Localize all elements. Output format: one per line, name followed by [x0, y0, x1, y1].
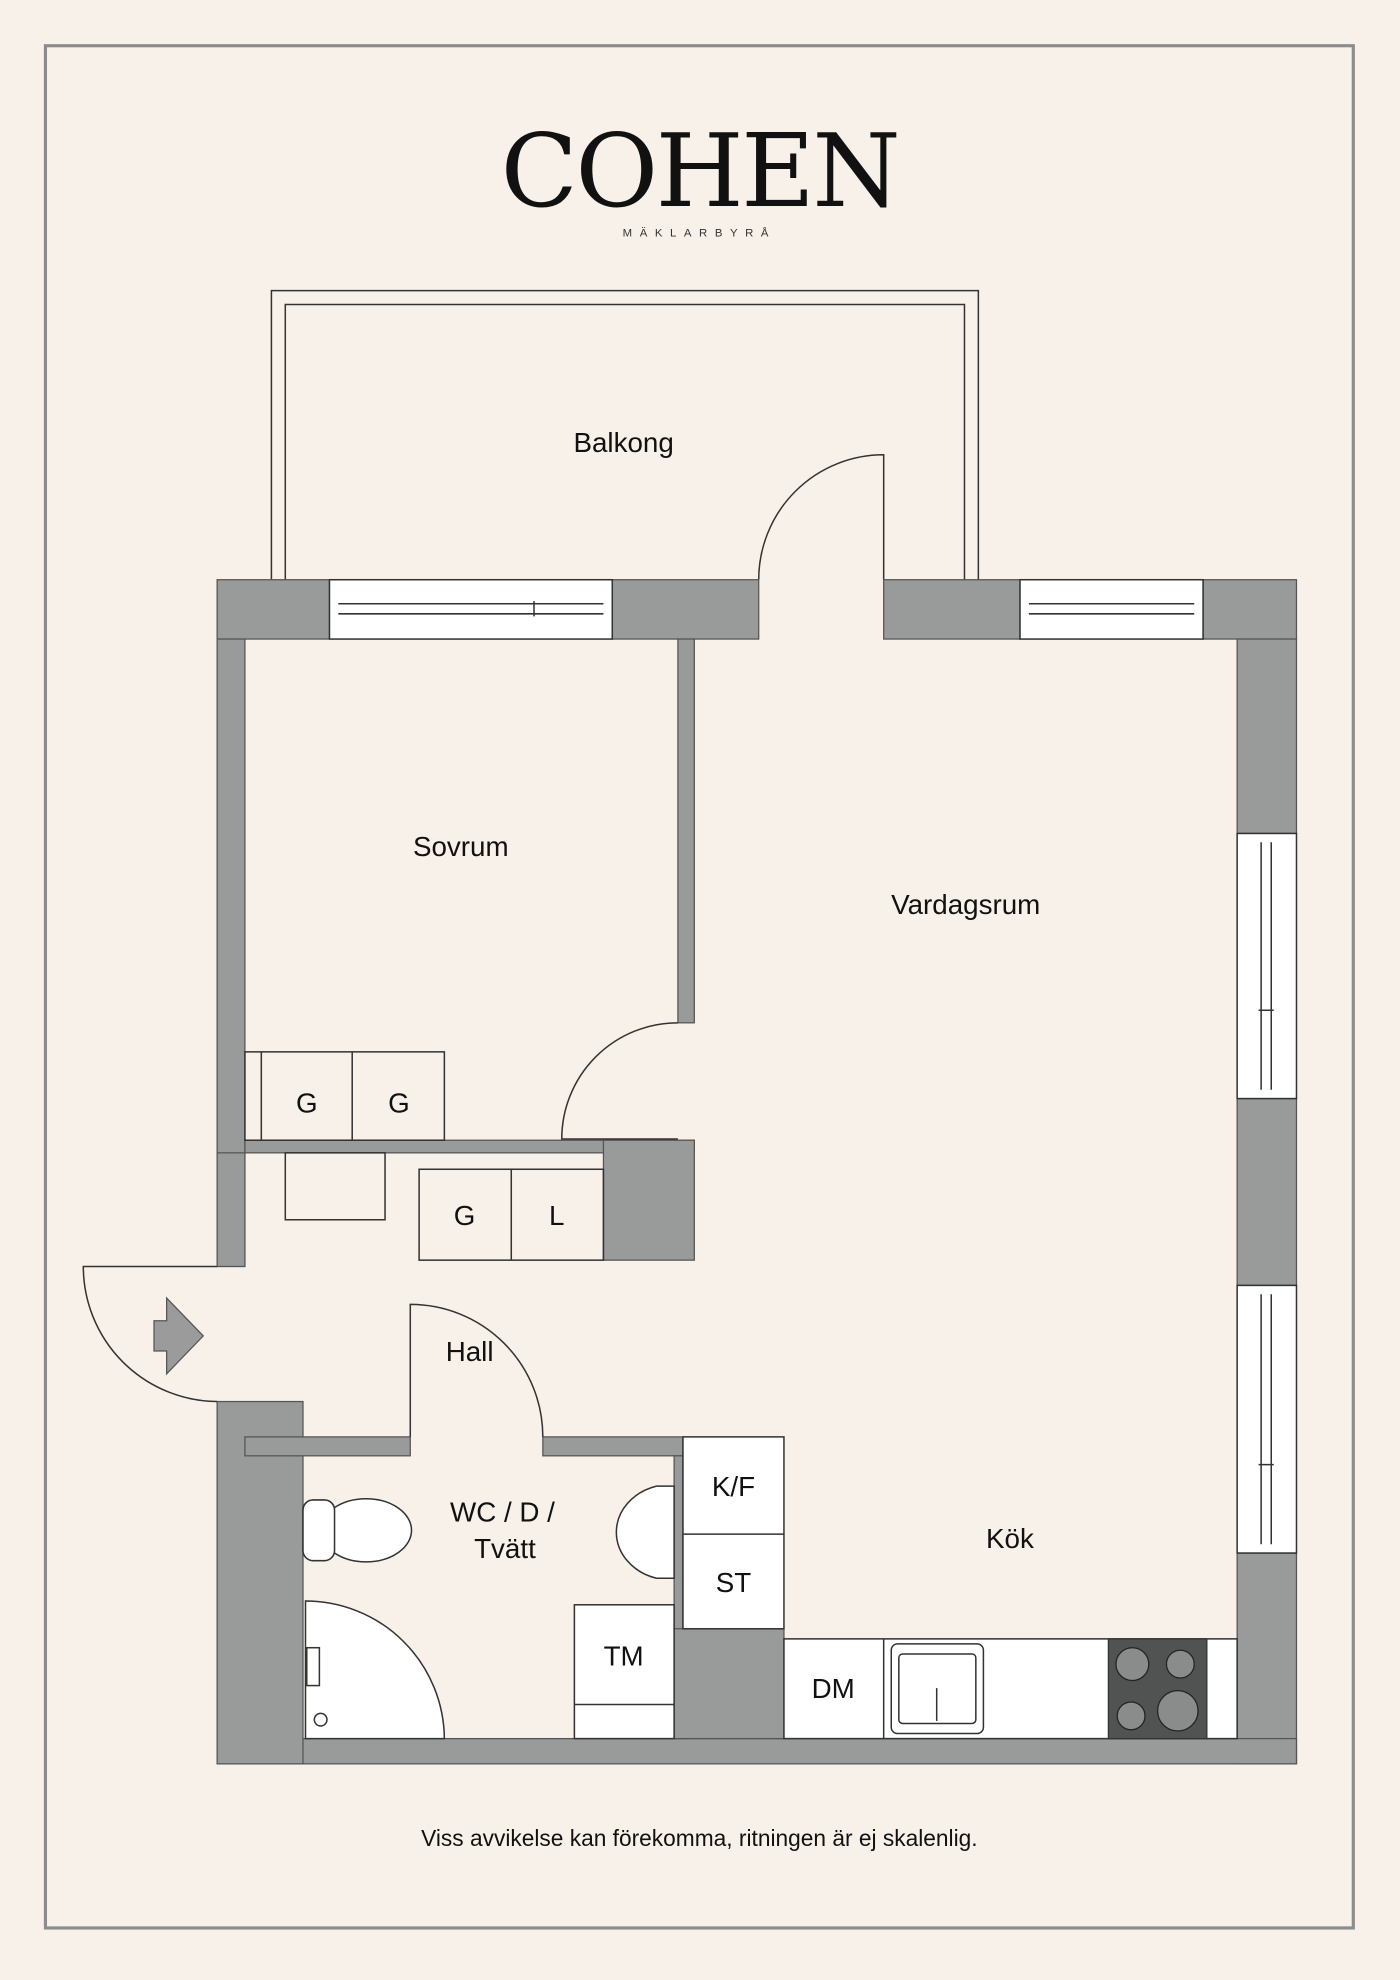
kitchen-counter: DM [783, 1638, 1238, 1740]
room-label-living: Vardagsrum [891, 889, 1040, 920]
wardrobe-label: G [296, 1087, 318, 1118]
room-label-hall: Hall [446, 1336, 494, 1367]
disclaimer: Viss avvikelse kan förekomma, ritningen … [421, 1825, 977, 1851]
balcony-door[interactable] [757, 453, 885, 580]
bedroom-door[interactable] [561, 1022, 678, 1140]
linen-closet-label: L [549, 1200, 564, 1231]
shower-icon [304, 1600, 446, 1740]
room-label-bathroom-2: Tvätt [474, 1533, 536, 1564]
logo-text: COHEN [501, 112, 899, 230]
washer-label: TM [604, 1640, 644, 1671]
logo: COHEN MÄKLARBYRÅ [501, 112, 901, 239]
hall-storage: G L [284, 1152, 605, 1261]
entrance-door[interactable] [82, 1265, 218, 1403]
fridge-freezer-label: K/F [712, 1471, 755, 1502]
washbasin-icon [615, 1485, 675, 1580]
wardrobe-label: G [454, 1200, 476, 1231]
toilet-icon [302, 1497, 413, 1563]
balcony: Balkong [270, 289, 980, 580]
bathroom-door[interactable] [409, 1303, 544, 1437]
logo-subtitle: MÄKLARBYRÅ [623, 226, 776, 239]
wardrobe-label: G [388, 1087, 410, 1118]
windows [328, 578, 1298, 1554]
room-label-kitchen: Kök [986, 1523, 1034, 1554]
page-frame [43, 44, 1355, 1930]
room-label-bedroom: Sovrum [413, 831, 509, 862]
stove-icon [1107, 1638, 1208, 1740]
tall-cabinet-label: ST [716, 1567, 752, 1598]
room-label-balcony: Balkong [573, 427, 673, 458]
sink-icon [890, 1643, 985, 1735]
entrance-arrow-icon [153, 1296, 205, 1376]
dishwasher-label: DM [812, 1673, 855, 1704]
room-label-bathroom: WC / D / [450, 1496, 555, 1527]
wardrobes-bedroom: G G [244, 1051, 446, 1141]
